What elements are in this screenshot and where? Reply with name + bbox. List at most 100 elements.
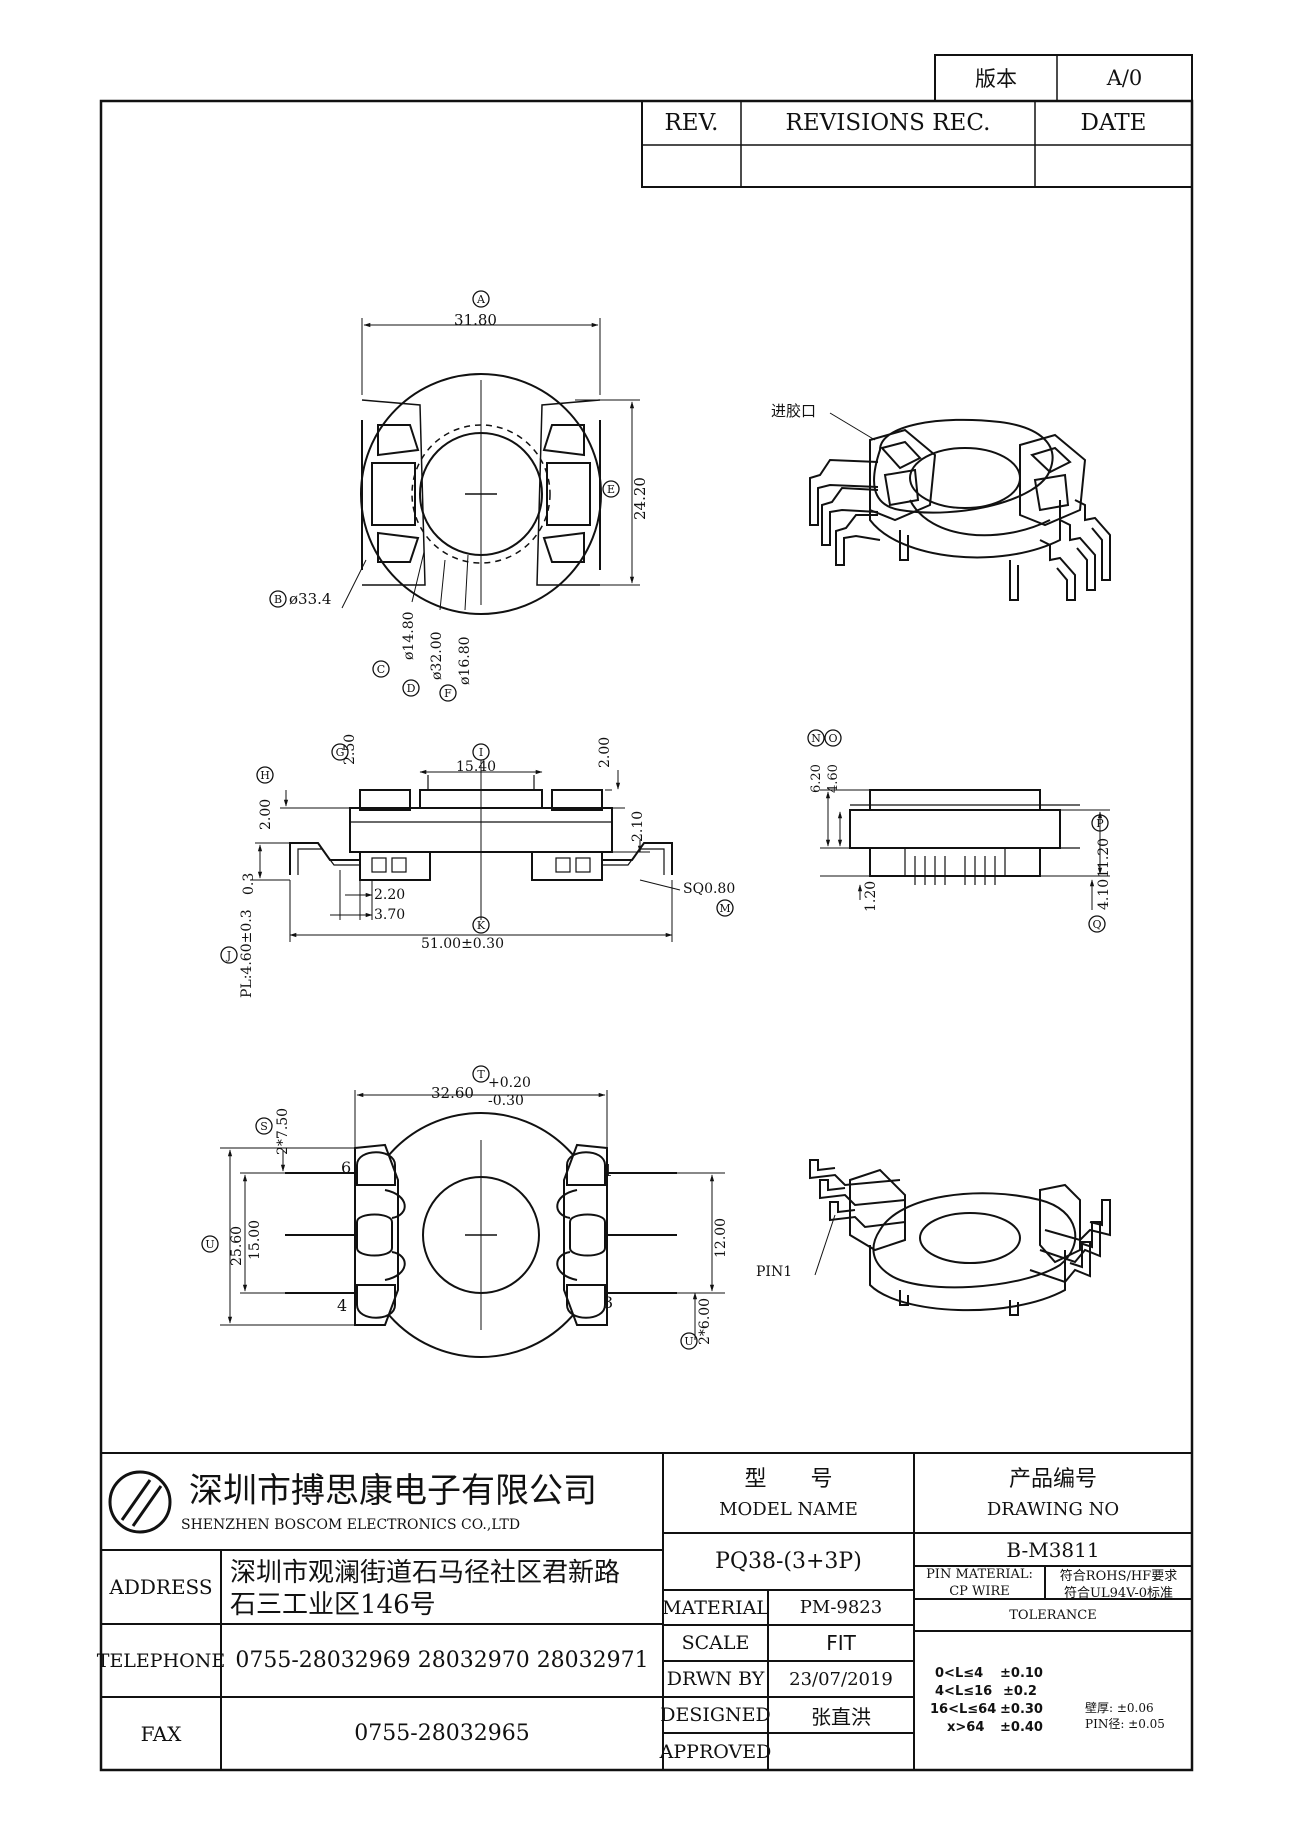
- company-name-cn: 深圳市搏思康电子有限公司: [189, 1471, 597, 1511]
- balloon-j: J: [226, 948, 232, 962]
- model-label-cn: 型 号: [744, 1467, 833, 1492]
- dim-b-label: ø33.4: [289, 590, 332, 608]
- version-value: A/0: [1106, 66, 1143, 90]
- balloon-h: H: [260, 768, 270, 782]
- dim-k-label: 51.00±0.30: [421, 936, 504, 952]
- balloon-i: I: [478, 745, 484, 759]
- balloon-m: M: [719, 901, 731, 915]
- tolerance-range-3: x>64: [947, 1720, 985, 1735]
- drawn-by-label: DRWN BY: [666, 1668, 765, 1690]
- pin-6-label: 6: [341, 1158, 352, 1177]
- balloon-g: G: [335, 745, 345, 759]
- designed-label: DESIGNED: [660, 1704, 771, 1726]
- material-label: MATERIAL: [662, 1596, 769, 1619]
- balloon-s: S: [260, 1119, 268, 1133]
- dim-f-label: ø16.80: [457, 636, 473, 685]
- dim-top-right-label: 2.00: [597, 736, 613, 768]
- model-label-en: MODEL NAME: [719, 1498, 858, 1520]
- address-line1: 深圳市观澜街道石马径社区君新路: [230, 1558, 621, 1588]
- fax-value: 0755-28032965: [354, 1721, 530, 1746]
- balloon-a: A: [477, 292, 485, 306]
- balloon-u: U: [684, 1334, 694, 1348]
- bottom-view: [220, 1090, 725, 1358]
- balloon-t: T: [477, 1067, 485, 1081]
- dim-right-label: 2.10: [630, 810, 646, 842]
- tolerance-range-1: 4<L≤16: [935, 1684, 993, 1699]
- balloon-o: O: [828, 731, 838, 745]
- address-line2: 石三工业区146号: [230, 1590, 436, 1620]
- dim-p-label: 11.20: [1096, 837, 1112, 878]
- revisions-rec-header: REVISIONS REC.: [785, 110, 991, 136]
- cp-wire-value: 符合UL94V-0标准: [1064, 1585, 1173, 1601]
- dim-c-label: ø14.80: [401, 611, 417, 660]
- dim-t-nominal: 32.60: [431, 1084, 474, 1102]
- scale-label: SCALE: [681, 1632, 750, 1654]
- gate-label: 进胶口: [771, 402, 817, 420]
- front-view: [250, 760, 681, 942]
- cp-wire-label: CP WIRE: [949, 1583, 1010, 1599]
- tolerance-value-0: ±0.10: [1000, 1666, 1043, 1681]
- top-view: [341, 318, 640, 615]
- dim-pitch1-label: 2.20: [374, 887, 406, 903]
- model-value: PQ38-(3+3P): [715, 1549, 862, 1574]
- dim-g-label: 2.50: [342, 733, 358, 765]
- balloon-c: C: [376, 662, 386, 676]
- pin-material-value: 符合ROHS/HF要求: [1059, 1568, 1178, 1584]
- dim-pitch2-label: 3.70: [374, 907, 406, 923]
- tolerance-value-3: ±0.40: [1000, 1720, 1043, 1735]
- dim-n-label: 6.20: [809, 764, 824, 793]
- balloon-q: Q: [1092, 917, 1102, 931]
- dim-e-label: 24.20: [631, 477, 649, 520]
- pin-1-label: 1: [603, 1161, 614, 1180]
- dim-i-label: 15.40: [456, 759, 497, 775]
- approved-label: APPROVED: [659, 1740, 772, 1763]
- title-block-grid: [101, 1452, 1192, 1770]
- drawn-date-value: 23/07/2019: [789, 1668, 893, 1690]
- pin-3-label: 3: [603, 1293, 614, 1312]
- tolerance-value-2: ±0.30: [1000, 1702, 1043, 1717]
- revision-table: [641, 100, 1193, 188]
- telephone-value: 0755-28032969 28032970 28032971: [235, 1648, 649, 1673]
- scale-value: FIT: [826, 1631, 856, 1655]
- company-logo: [108, 1470, 172, 1534]
- dim-inner-label: 15.00: [247, 1219, 263, 1260]
- dim-t-minus: -0.30: [488, 1093, 524, 1109]
- version-label: 版本: [975, 67, 1017, 91]
- telephone-label: TELEPHONE: [96, 1649, 226, 1672]
- dim-j-label: PL:4.60±0.3: [239, 909, 255, 998]
- dim-d-label: ø32.00: [429, 631, 445, 680]
- pin-material-label: PIN MATERIAL:: [926, 1567, 1033, 1582]
- balloon-d: D: [406, 681, 416, 695]
- balloon-b: B: [273, 592, 283, 606]
- dim-t-plus: +0.20: [488, 1075, 531, 1091]
- dim-q-label: 4.10: [1096, 878, 1112, 910]
- drawing-label-en: DRAWING NO: [986, 1498, 1120, 1520]
- wall-tolerance: 壁厚: ±0.06: [1085, 1701, 1154, 1715]
- designed-value: 张直洪: [811, 1704, 871, 1729]
- tolerance-value-1: ±0.2: [1003, 1684, 1037, 1699]
- material-value: PM-9823: [799, 1597, 883, 1618]
- iso-top-illustration: [809, 412, 1111, 601]
- dim-a-label: 31.80: [454, 311, 497, 329]
- pin1-label: PIN1: [756, 1264, 793, 1280]
- balloon-e: E: [606, 482, 616, 496]
- dim-r-label: 25.60: [229, 1225, 245, 1266]
- tolerance-range-2: 16<L≤64: [930, 1702, 997, 1717]
- tolerance-label: TOLERANCE: [1009, 1607, 1097, 1623]
- balloon-r: U: [205, 1237, 215, 1251]
- dim-h-label: 2.00: [258, 798, 274, 830]
- dim-o-label: 4.60: [826, 764, 841, 793]
- address-label: ADDRESS: [109, 1575, 213, 1599]
- fax-label: FAX: [140, 1721, 182, 1746]
- date-header: DATE: [1080, 110, 1147, 136]
- side-view: [820, 789, 1110, 910]
- iso-bottom-illustration: [809, 1159, 1111, 1316]
- balloons-top: [269, 290, 620, 702]
- balloon-k: K: [476, 918, 486, 932]
- balloons-side: [807, 729, 1109, 933]
- balloon-p: P: [1096, 816, 1104, 830]
- dim-bottom-label: 1.20: [863, 880, 879, 912]
- balloon-n: N: [811, 731, 821, 745]
- dim-sq-label: SQ0.80: [683, 881, 736, 897]
- balloon-f: F: [444, 686, 452, 700]
